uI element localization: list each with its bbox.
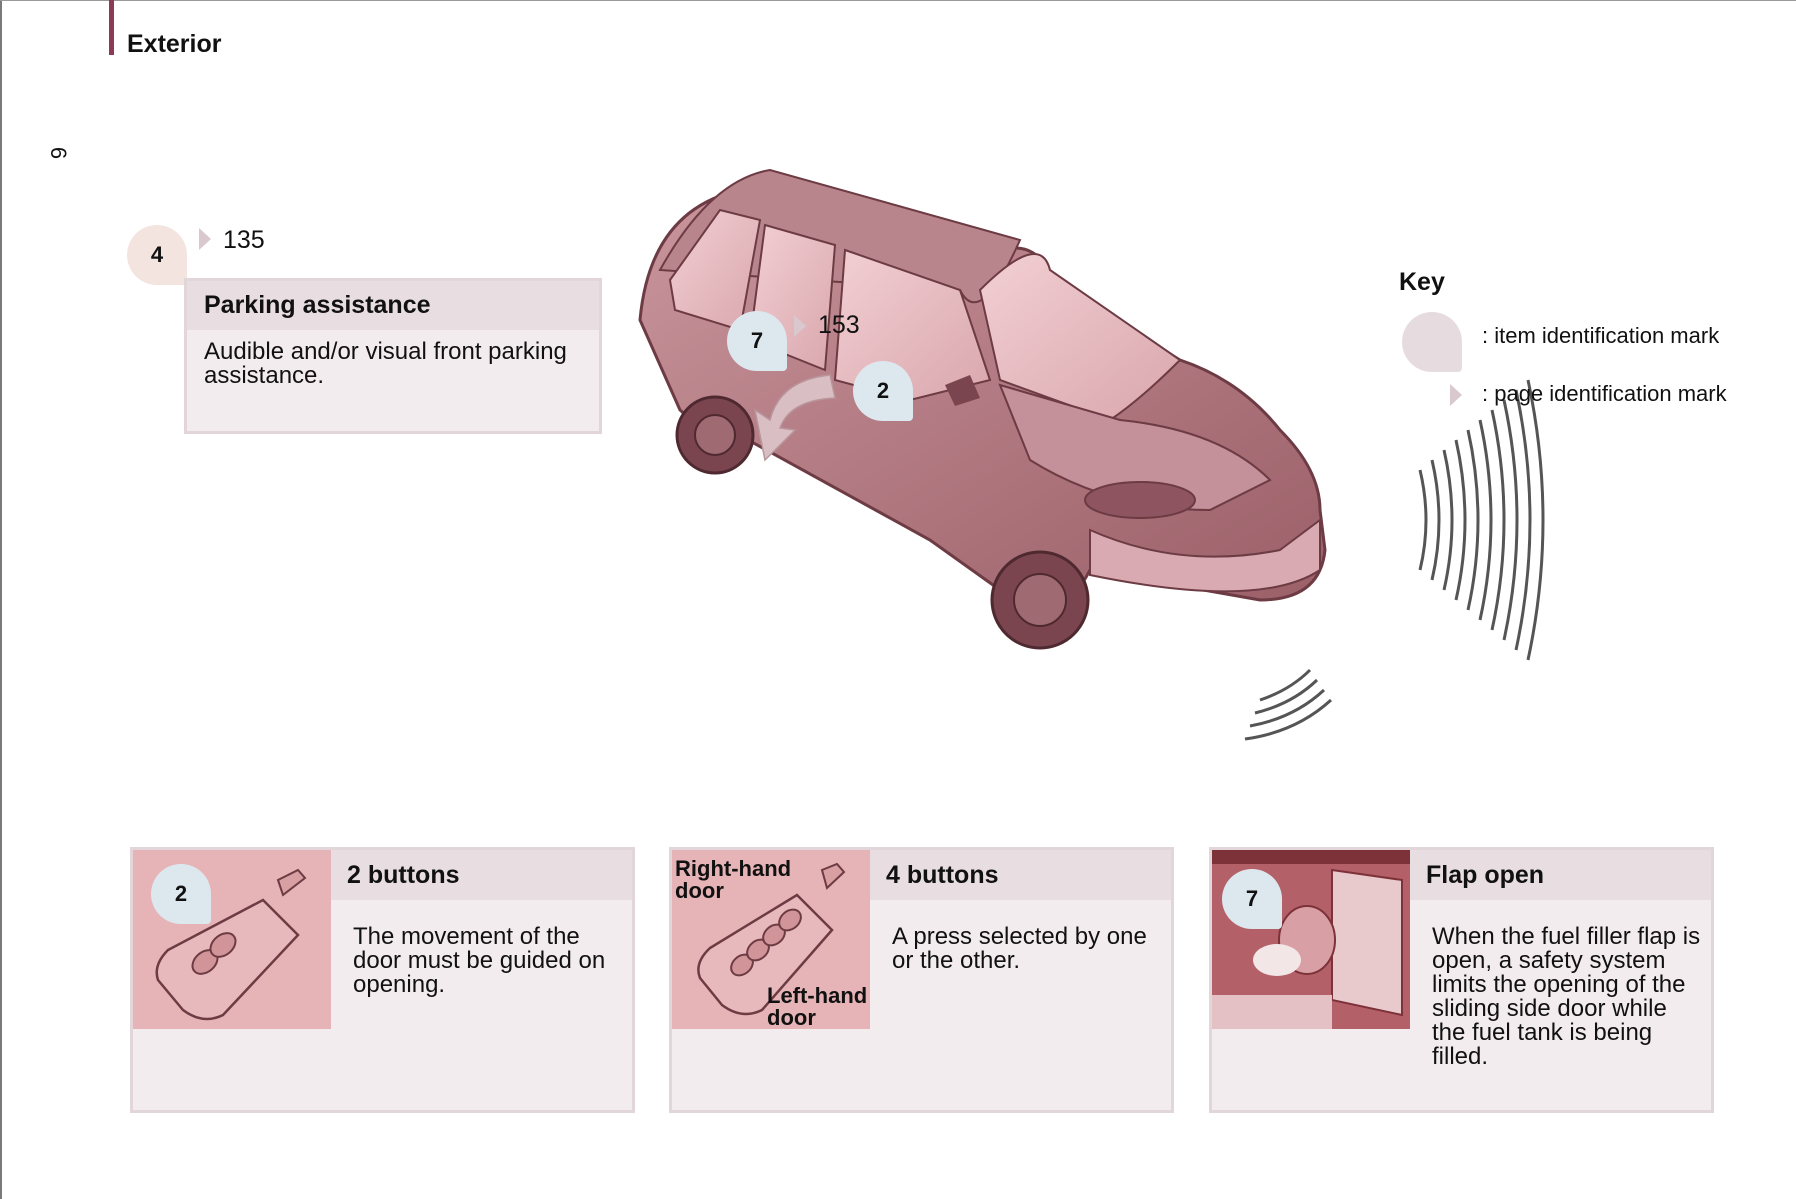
page-ref-parking: 135 bbox=[223, 226, 265, 254]
card-flap-open-badge: 7 bbox=[1222, 869, 1282, 929]
item-badge-door-2: 2 bbox=[853, 361, 913, 421]
card-flap-open-heading: Flap open bbox=[1410, 850, 1711, 900]
car-windshield bbox=[978, 253, 1182, 422]
page-ref-door: 153 bbox=[818, 311, 860, 339]
parking-assistance-body: Audible and/or visual front parking assi… bbox=[204, 338, 567, 389]
key-fob-4-buttons-icon bbox=[697, 862, 846, 1016]
parking-sensor-waves-lower bbox=[1244, 668, 1333, 741]
car-bumper bbox=[1089, 518, 1321, 593]
key-page-mark-icon bbox=[1450, 384, 1462, 406]
key-page-mark-label: : page identification mark bbox=[1482, 381, 1727, 406]
page-title: Exterior bbox=[127, 30, 222, 58]
page-ref-arrow-door bbox=[794, 315, 806, 337]
card-flap-open-body: When the fuel filler flap is open, a saf… bbox=[1432, 923, 1701, 1070]
parking-sensor-waves-front bbox=[1418, 379, 1545, 661]
card-4-buttons-body: A press selected by one or the other. bbox=[892, 923, 1147, 974]
card-flap-open: 7 Flap open When the fuel filler flap is… bbox=[1209, 847, 1714, 1113]
item-badge-door-7: 7 bbox=[727, 311, 787, 371]
page-ref-arrow bbox=[199, 228, 211, 250]
parking-assistance-heading: Parking assistance bbox=[187, 281, 599, 330]
card-2-buttons: 2 2 buttons The movement of the door mus… bbox=[130, 847, 635, 1113]
card-4-buttons: Right-hand door Left-hand door 4 buttons… bbox=[669, 847, 1174, 1113]
page-frame-left bbox=[0, 0, 2, 1199]
page-number: 6 bbox=[46, 146, 72, 160]
car-mirror bbox=[945, 375, 980, 406]
header-accent-bar bbox=[109, 0, 114, 55]
key-fob-2-buttons-icon bbox=[155, 868, 307, 1021]
car-hood bbox=[998, 383, 1272, 512]
key-item-mark-icon bbox=[1402, 312, 1462, 372]
left-hand-door-label: Left-hand door bbox=[767, 983, 868, 1030]
right-hand-door-label: Right-hand door bbox=[675, 856, 792, 903]
car-illustration bbox=[638, 168, 1545, 741]
car-window-rear bbox=[668, 208, 762, 332]
item-badge-parking: 4 bbox=[127, 225, 187, 285]
page-frame-top bbox=[0, 0, 1796, 1]
card-2-buttons-badge: 2 bbox=[151, 864, 211, 924]
card-2-buttons-illustration bbox=[133, 850, 331, 1029]
parking-assistance-box: Parking assistance Audible and/or visual… bbox=[184, 278, 602, 434]
card-4-buttons-illustration bbox=[672, 850, 870, 1029]
car-headlight bbox=[1084, 481, 1196, 519]
key-item-mark-label: : item identification mark bbox=[1482, 323, 1720, 348]
key-title: Key bbox=[1399, 268, 1445, 296]
card-4-buttons-heading: 4 buttons bbox=[870, 850, 1171, 900]
card-2-buttons-heading: 2 buttons bbox=[331, 850, 632, 900]
card-2-buttons-body: The movement of the door must be guided … bbox=[353, 923, 606, 998]
door-opening-arrow bbox=[753, 374, 836, 462]
